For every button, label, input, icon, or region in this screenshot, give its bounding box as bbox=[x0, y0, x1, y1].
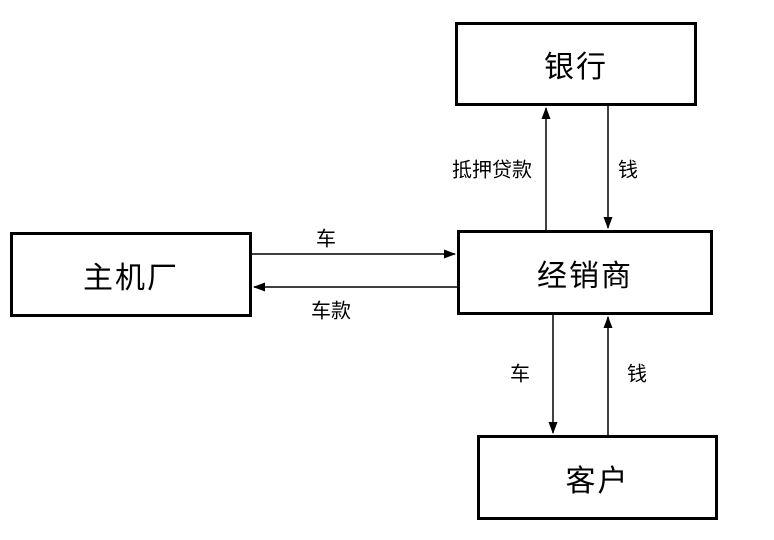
edge-label-car-bottom: 车 bbox=[508, 357, 532, 387]
node-bank: 银行 bbox=[455, 22, 697, 106]
node-dealer-label: 经销商 bbox=[537, 258, 633, 294]
edge-label-payment: 车款 bbox=[309, 294, 353, 324]
node-customer: 客户 bbox=[477, 435, 718, 520]
edge-label-mortgage: 抵押贷款 bbox=[450, 153, 534, 183]
node-bank-label: 银行 bbox=[544, 50, 608, 85]
edge-label-car-mid: 车 bbox=[314, 222, 338, 252]
node-customer-label: 客户 bbox=[565, 463, 630, 499]
node-oem: 主机厂 bbox=[10, 232, 252, 317]
node-oem-label: 主机厂 bbox=[83, 260, 179, 296]
edge-label-money-top: 钱 bbox=[616, 153, 640, 183]
edge-label-money-bottom: 钱 bbox=[625, 357, 649, 387]
node-dealer: 经销商 bbox=[457, 230, 713, 315]
